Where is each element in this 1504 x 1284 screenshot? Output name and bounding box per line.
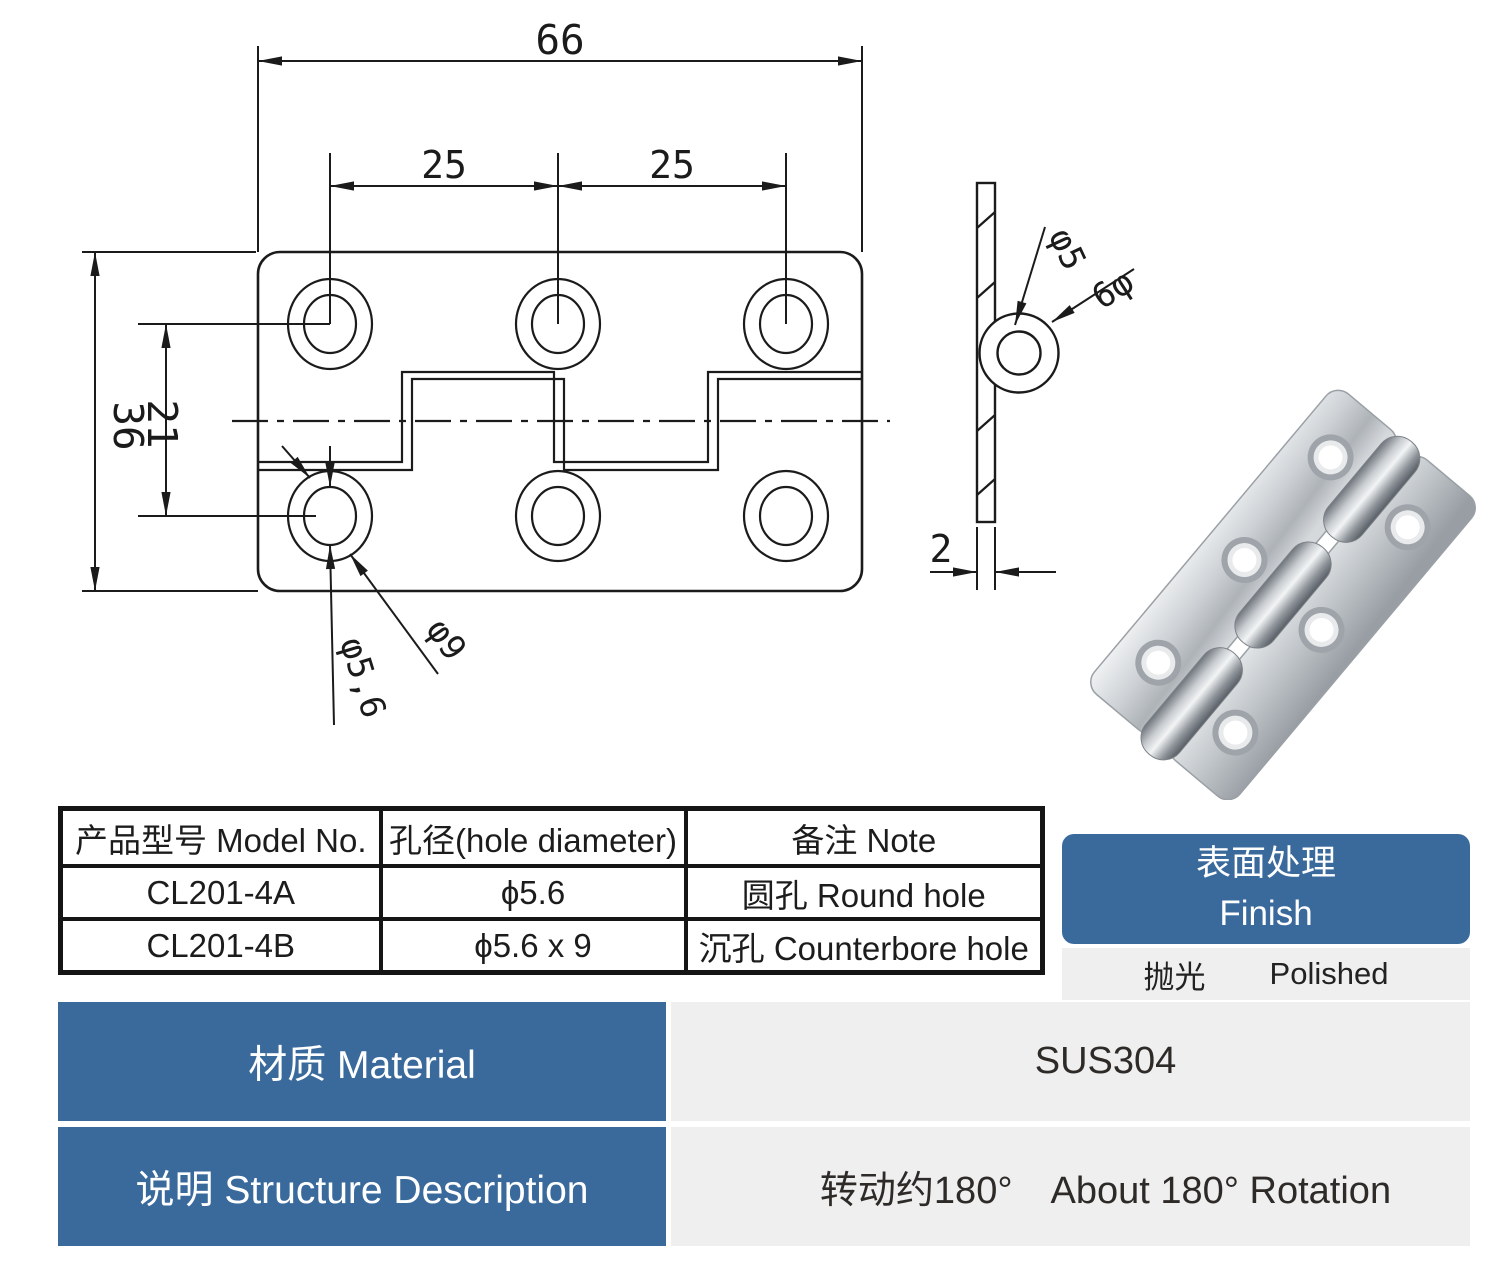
finish-panel-value: 抛光 Polished [1062, 948, 1470, 1000]
photo-knuckles [1140, 435, 1421, 761]
dim-overall-width [257, 46, 863, 252]
hole-inner [758, 485, 814, 547]
knuckle-edge-bottom-leaf [258, 377, 862, 472]
spec-cell-note: 沉孔 Counterbore hole [683, 917, 1045, 975]
dim-hole-pitch [329, 153, 787, 324]
dim-hole-row-spacing [138, 323, 330, 517]
dim-overall-height-label: 36 [104, 401, 152, 450]
spec-header-note: 备注 Note [683, 806, 1045, 868]
side-view [930, 181, 1135, 590]
spec-header-model: 产品型号 Model No. [58, 806, 383, 868]
material-value: SUS304 [671, 1002, 1470, 1121]
label-hole-diameter: φ5,6 [331, 633, 393, 723]
leader-knuckle-od [1051, 268, 1135, 323]
technical-drawing: 66 25 25 36 21 φ5,6 φ9 [82, 16, 1476, 800]
finish-value-cn: 抛光 [1143, 959, 1206, 995]
pin-hole-circle [996, 330, 1042, 376]
hole-inner [530, 485, 586, 547]
photo-holes-lower [1212, 504, 1431, 756]
dim-row-spacing-label: 21 [138, 399, 186, 448]
photo-holes-upper [1135, 434, 1354, 686]
structure-description-label: 说明 Structure Description [58, 1127, 666, 1246]
finish-panel-header: 表面处理 Finish [1062, 834, 1470, 944]
dim-overall-height [82, 251, 258, 592]
spec-cell-hole-diameter: ϕ5.6 x 9 [378, 917, 688, 975]
dim-pitch-right-label: 25 [649, 143, 695, 187]
spec-table-row: CL201-4B ϕ5.6 x 9 沉孔 Counterbore hole [58, 917, 1045, 975]
finish-value-en: Polished [1269, 956, 1389, 991]
spec-header-hole-diameter: 孔径(hole diameter) [378, 806, 688, 868]
spec-cell-note: 圆孔 Round hole [683, 864, 1045, 921]
dim-thickness [930, 527, 1056, 590]
finish-title-cn: 表面处理 [1195, 844, 1336, 883]
knuckle-edge-top-leaf [258, 370, 862, 464]
dim-thickness-label: 2 [930, 527, 953, 571]
hole-outer [742, 469, 830, 563]
spec-cell-model: CL201-4A [58, 864, 383, 921]
spec-table-header-row: 产品型号 Model No. 孔径(hole diameter) 备注 Note [58, 806, 1045, 868]
leader-counterbore [281, 445, 439, 675]
leader-hole-diameter [325, 446, 336, 726]
finish-title-en: Finish [1219, 894, 1313, 933]
material-label: 材质 Material [58, 1002, 666, 1121]
hole-outer [514, 469, 602, 563]
product-photo [1090, 389, 1476, 800]
structure-description-value: 转动约180° About 180° Rotation [671, 1127, 1470, 1246]
leader-pin-hole [1014, 226, 1046, 326]
label-pin-hole: φ5 [1040, 222, 1094, 276]
hatch-ticks [976, 211, 996, 496]
dim-overall-width-label: 66 [535, 16, 584, 64]
dim-pitch-left-label: 25 [421, 143, 467, 187]
spec-table: 产品型号 Model No. 孔径(hole diameter) 备注 Note… [58, 806, 1045, 975]
spec-cell-hole-diameter: ϕ5.6 [378, 864, 688, 921]
front-view [82, 46, 890, 726]
spec-cell-model: CL201-4B [58, 917, 383, 975]
spec-table-row: CL201-4A ϕ5.6 圆孔 Round hole [58, 864, 1045, 921]
